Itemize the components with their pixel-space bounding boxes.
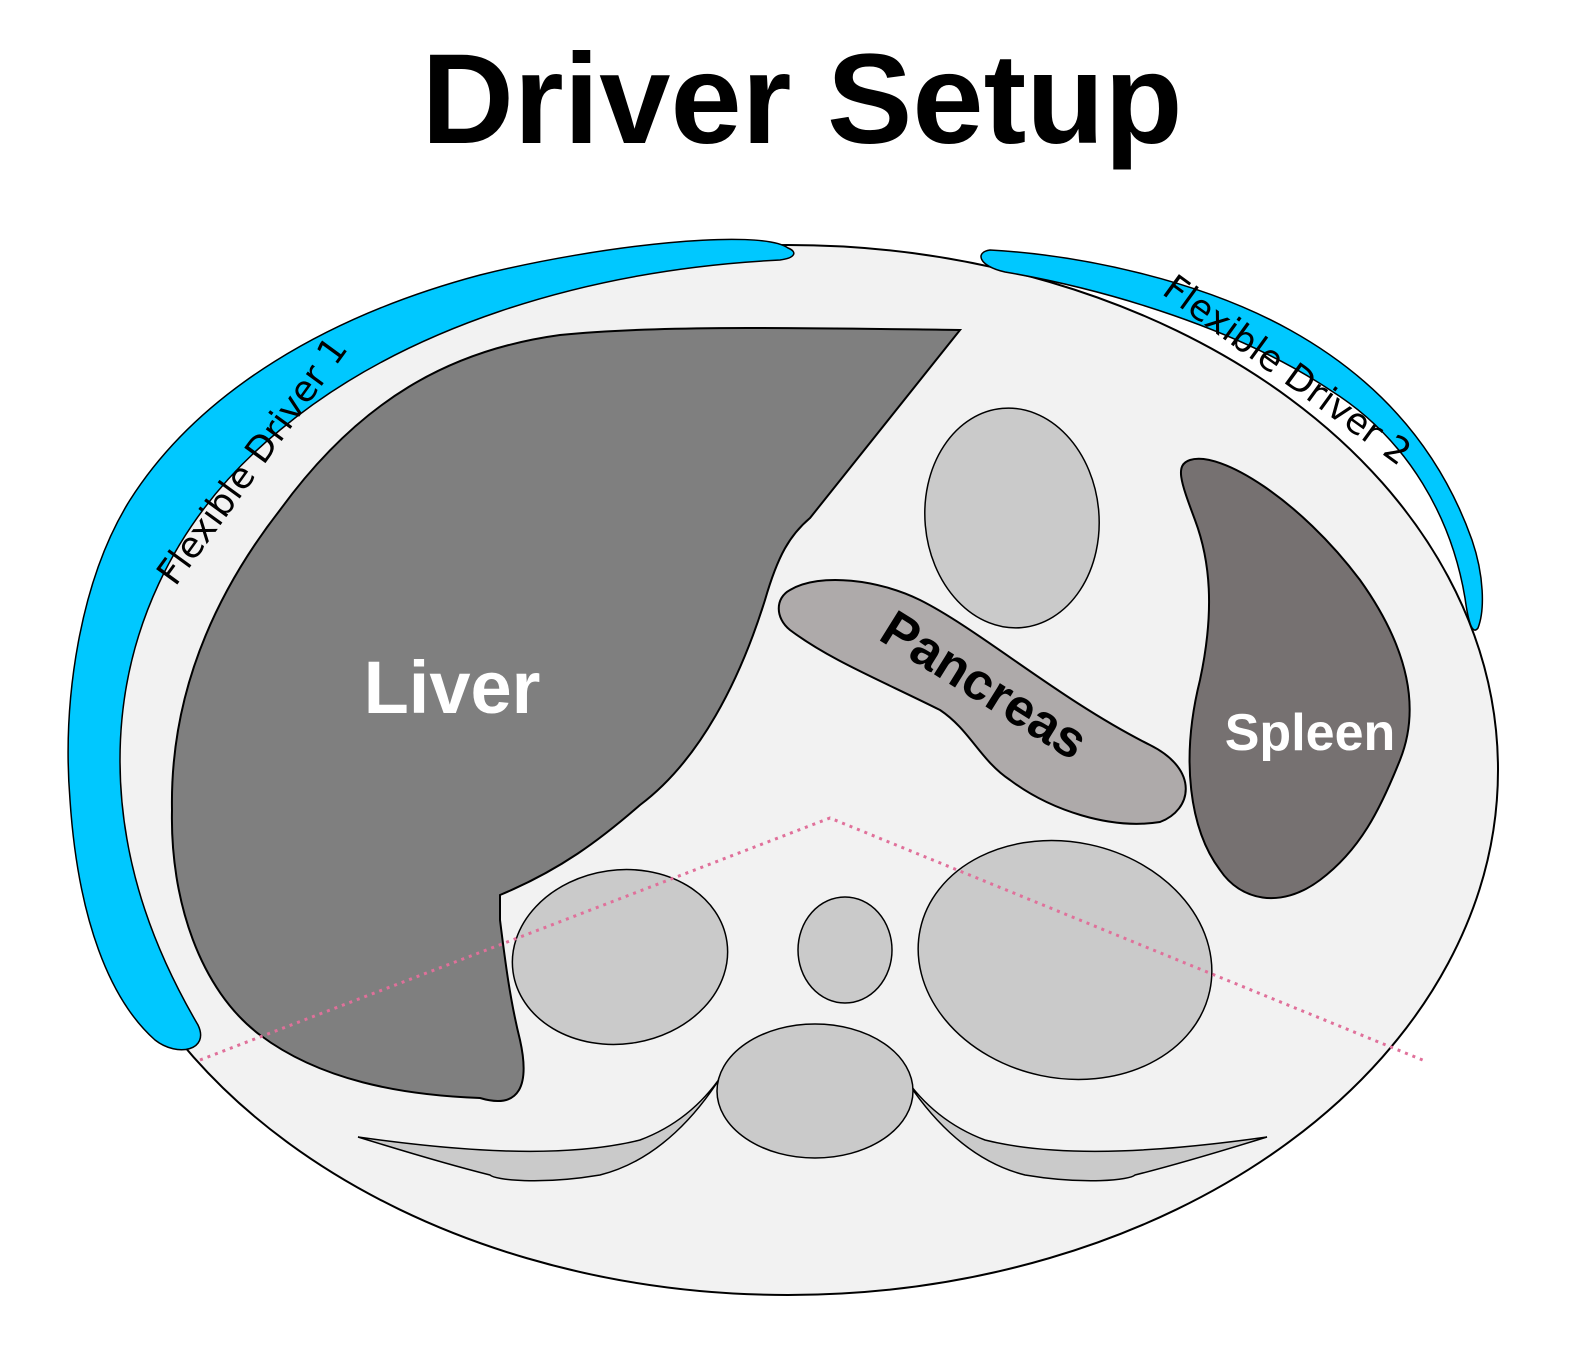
- liver-label: Liver: [364, 646, 541, 729]
- scan-boundary-line: [199, 816, 1426, 1063]
- right-kidney: [511, 868, 729, 1046]
- diagram-title: Driver Setup: [421, 28, 1182, 171]
- paraspinal-muscle-right: [902, 1074, 1268, 1182]
- flexible-driver-1-pad: [67, 238, 795, 1051]
- aorta: [797, 896, 893, 1004]
- paraspinal-muscle-left: [357, 1074, 723, 1182]
- spleen-label: Spleen: [1225, 704, 1396, 762]
- vertebra: [716, 1023, 914, 1159]
- stomach-ellipse: [924, 407, 1100, 629]
- liver: [170, 326, 963, 1102]
- spleen: [1179, 457, 1411, 900]
- pancreas: [777, 579, 1187, 825]
- left-kidney: [917, 839, 1213, 1081]
- flexible-driver-2-pad: [980, 249, 1484, 631]
